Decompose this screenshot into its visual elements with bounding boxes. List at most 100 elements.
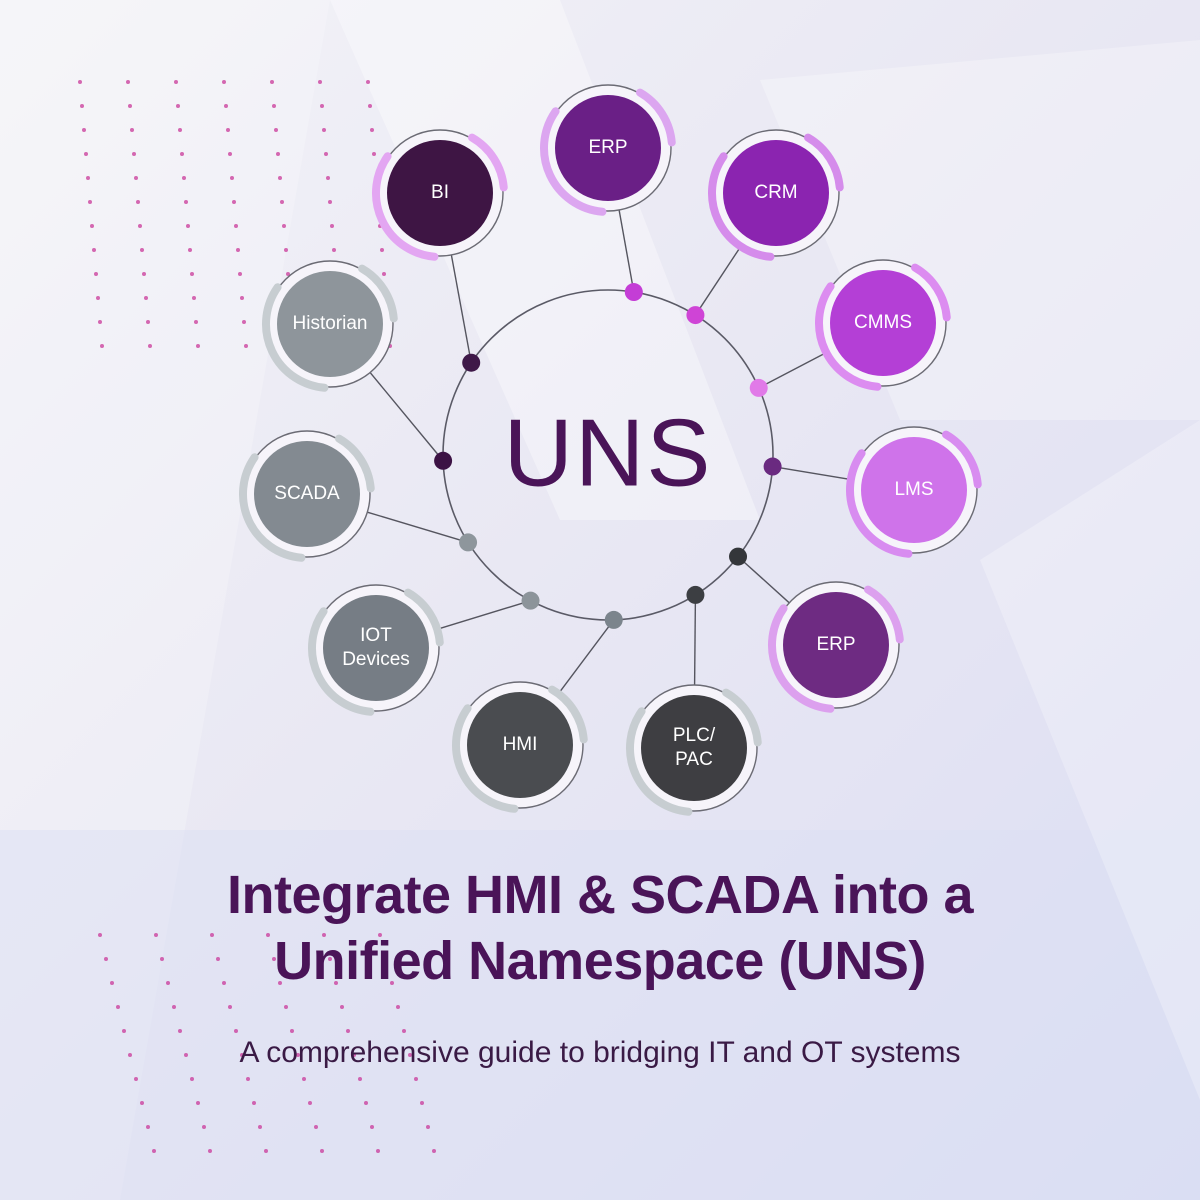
decorative-dot	[180, 152, 184, 156]
system-node-fill	[783, 592, 889, 698]
system-node-accent-arc	[846, 449, 913, 558]
decorative-dot	[326, 176, 330, 180]
connector-line	[367, 511, 469, 544]
hub-dot	[686, 306, 705, 325]
decorative-dot	[174, 80, 178, 84]
connector-line	[693, 594, 697, 686]
decorative-dot	[272, 957, 276, 961]
hub-dot	[686, 585, 705, 604]
system-node-accent-arc	[804, 133, 844, 192]
system-node-accent-arc	[548, 685, 588, 744]
system-node-label: SCADA	[274, 483, 340, 504]
system-node: PLC/PAC	[626, 684, 762, 816]
system-node-fill	[723, 140, 829, 246]
decorative-dot	[188, 248, 192, 252]
system-node: SCADA	[239, 430, 375, 562]
decorative-dot	[314, 1125, 318, 1129]
system-node-accent-arc	[768, 604, 835, 713]
decorative-dot	[302, 1077, 306, 1081]
decorative-dot	[184, 200, 188, 204]
decorative-dot	[352, 1053, 356, 1057]
connector-line	[694, 245, 742, 316]
decorative-dot	[226, 128, 230, 132]
decorative-dot	[228, 152, 232, 156]
system-node: ERP	[768, 581, 904, 713]
system-node-fill	[277, 271, 383, 377]
decorative-dot	[334, 981, 338, 985]
system-node: LMS	[846, 426, 982, 558]
decorative-dot	[146, 1125, 150, 1129]
decorative-dot	[110, 981, 114, 985]
decorative-dot	[278, 981, 282, 985]
system-node-fill	[830, 270, 936, 376]
decorative-dot	[232, 200, 236, 204]
system-node-label: PAC	[675, 749, 713, 770]
decorative-dot	[236, 248, 240, 252]
decorative-dot	[286, 272, 290, 276]
hub-dot	[521, 591, 540, 610]
decorative-dot	[420, 1101, 424, 1105]
system-nodes: ERPCRMCMMSLMSERPPLC/PACHMIIOTDevicesSCAD…	[239, 84, 982, 816]
connector-lines	[367, 209, 852, 696]
decorative-dot	[396, 1005, 400, 1009]
decorative-dot	[152, 1149, 156, 1153]
hub-dot	[624, 283, 643, 302]
decorative-dot	[402, 1029, 406, 1033]
decorative-dot	[308, 1101, 312, 1105]
decorative-dot	[126, 80, 130, 84]
system-node-fill	[254, 441, 360, 547]
decorative-dot	[160, 957, 164, 961]
decorative-dot	[224, 104, 228, 108]
system-node: ERP	[540, 84, 676, 216]
decorative-dot	[382, 272, 386, 276]
system-node: Historian	[262, 260, 398, 392]
decorative-dot	[340, 1005, 344, 1009]
system-node-fill	[555, 95, 661, 201]
system-node-accent-arc	[239, 453, 306, 562]
decorative-dot	[192, 296, 196, 300]
decorative-dot	[116, 1005, 120, 1009]
decorative-dot	[278, 176, 282, 180]
system-node-accent-arc	[911, 263, 951, 322]
decorative-dot	[132, 152, 136, 156]
system-node-accent-arc	[626, 707, 693, 816]
decorative-dot	[284, 248, 288, 252]
decorative-dot	[240, 1053, 244, 1057]
connector-line	[436, 600, 531, 631]
decorative-dot	[136, 200, 140, 204]
system-node-label: ERP	[816, 634, 855, 655]
system-node-label: CRM	[754, 182, 797, 203]
decorative-dot	[276, 152, 280, 156]
decorative-dot	[186, 224, 190, 228]
decorative-dot	[376, 1149, 380, 1153]
page-title: Integrate HMI & SCADA into a Unified Nam…	[0, 862, 1200, 994]
system-node-accent-arc	[452, 704, 519, 813]
decorative-dot	[104, 957, 108, 961]
decorative-dot	[230, 176, 234, 180]
system-node-fill	[641, 695, 747, 801]
decorative-dot	[414, 1077, 418, 1081]
decorative-dot	[96, 296, 100, 300]
connector-line	[772, 465, 852, 481]
decorative-dot	[178, 128, 182, 132]
decorative-dot	[290, 1029, 294, 1033]
system-node-accent-arc	[815, 282, 882, 391]
system-node-accent-arc	[335, 434, 375, 493]
decorative-dot	[240, 296, 244, 300]
system-node-label: Historian	[293, 313, 368, 334]
decorative-dot	[332, 248, 336, 252]
decorative-dot	[372, 152, 376, 156]
decorative-dot	[228, 1005, 232, 1009]
decorative-dot	[140, 1101, 144, 1105]
decorative-dot	[238, 272, 242, 276]
system-node-accent-arc	[636, 88, 676, 147]
decorative-dot	[270, 80, 274, 84]
decorative-dot	[190, 272, 194, 276]
decorative-dot	[94, 272, 98, 276]
decorative-dot	[408, 1053, 412, 1057]
system-node-accent-arc	[358, 264, 398, 323]
decorative-dot	[324, 152, 328, 156]
decorative-dot	[176, 104, 180, 108]
